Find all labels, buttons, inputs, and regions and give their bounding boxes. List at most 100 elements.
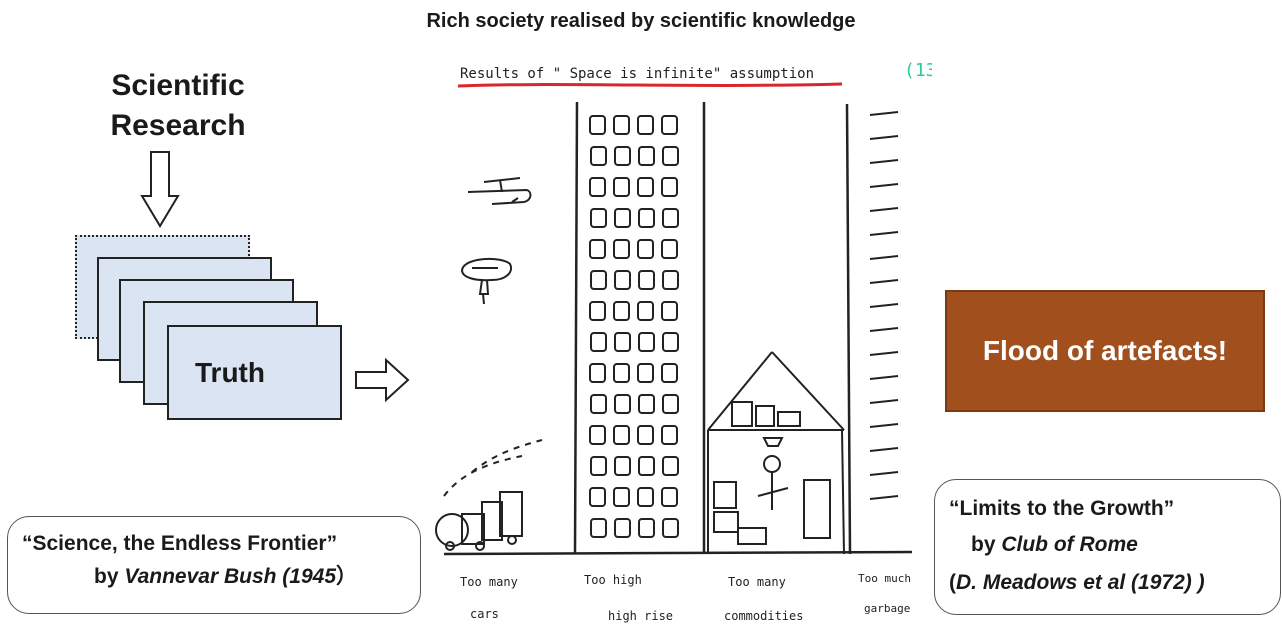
building-window	[637, 301, 654, 321]
club-of-rome-citation-box: “Limits to the Growth” by Club of Rome (…	[934, 479, 1281, 615]
red-underline	[457, 82, 843, 88]
rome-byline: by Club of Rome	[971, 530, 1138, 560]
building-window	[637, 115, 654, 135]
building-window	[661, 177, 678, 197]
right-wall	[845, 103, 852, 555]
building-window	[613, 115, 630, 135]
building-window	[590, 394, 607, 414]
garbage-mark	[869, 279, 899, 284]
garbage-marks	[869, 111, 899, 500]
building-window	[638, 394, 655, 414]
rome-authors-text: D. Meadows et al (1972) )	[956, 571, 1205, 594]
caption-highrise-line2: high rise	[608, 609, 673, 623]
corner-mark: (13	[904, 60, 932, 81]
bush-byline: by Vannevar Bush (1945）	[94, 562, 357, 592]
building-window	[613, 363, 630, 383]
building-window	[661, 239, 678, 259]
building-window	[589, 239, 606, 259]
sketch-heading: Results of " Space is infinite" assumpti…	[460, 66, 814, 82]
building-window	[614, 518, 631, 538]
caption-garbage-line2: garbage	[864, 602, 910, 615]
research-line-1: Scientific	[111, 69, 245, 102]
garbage-mark	[869, 447, 899, 452]
truth-label: Truth	[195, 356, 265, 388]
garbage-mark	[869, 423, 899, 428]
garbage-mark	[869, 255, 899, 260]
building-window	[662, 146, 679, 166]
building-window	[614, 394, 631, 414]
research-line-2: Research	[110, 109, 246, 142]
building-window	[638, 146, 655, 166]
garbage-mark	[869, 471, 899, 476]
building-window	[662, 518, 679, 538]
cars-icon	[435, 439, 543, 551]
building-window	[589, 177, 606, 197]
high-rise-building	[573, 101, 706, 555]
building-window	[613, 425, 630, 445]
bush-title: “Science, the Endless Frontier”	[22, 532, 338, 555]
building-window	[613, 177, 630, 197]
building-window	[637, 487, 654, 507]
building-window	[614, 146, 631, 166]
building-window	[589, 115, 606, 135]
rome-authors: (D. Meadows et al (1972) )	[949, 568, 1205, 598]
rome-title: “Limits to the Growth”	[949, 497, 1175, 520]
building-window	[662, 208, 679, 228]
building-window	[637, 363, 654, 383]
building-window	[662, 270, 679, 290]
garbage-mark	[869, 111, 899, 116]
garbage-mark	[869, 351, 899, 356]
garbage-mark	[869, 303, 899, 308]
truth-card-front	[167, 325, 342, 420]
building-window	[589, 301, 606, 321]
garbage-mark	[869, 495, 899, 500]
building-window	[590, 270, 607, 290]
caption-cars-line1: Too many	[460, 575, 518, 589]
building-window	[662, 394, 679, 414]
building-window	[613, 239, 630, 259]
building-window	[613, 487, 630, 507]
building-window	[614, 208, 631, 228]
building-window	[638, 332, 655, 352]
building-window	[637, 177, 654, 197]
house-with-commodities	[707, 351, 845, 555]
building-window	[661, 425, 678, 445]
caption-highrise-line1: Too high	[584, 573, 642, 587]
rome-org: Club of Rome	[1001, 533, 1138, 556]
building-window	[614, 332, 631, 352]
building-window	[589, 487, 606, 507]
rome-open-paren: (	[949, 571, 956, 594]
caption-commodities-line1: Too many	[728, 575, 786, 589]
garbage-mark	[869, 399, 899, 404]
building-window	[589, 425, 606, 445]
bush-author: Vannevar Bush (1945	[124, 565, 336, 588]
garbage-mark	[869, 183, 899, 188]
garbage-mark	[869, 135, 899, 140]
blimp-icon	[460, 257, 512, 305]
garbage-mark	[869, 375, 899, 380]
bush-citation-box: “Science, the Endless Frontier” by Vanne…	[7, 516, 421, 614]
building-window	[661, 115, 678, 135]
caption-garbage-line1: Too much	[858, 572, 911, 585]
building-window	[662, 456, 679, 476]
building-window	[590, 208, 607, 228]
building-window	[638, 208, 655, 228]
building-window	[590, 456, 607, 476]
bush-close-paren: ）	[336, 565, 357, 588]
building-window	[661, 487, 678, 507]
building-window	[638, 456, 655, 476]
bush-by: by	[94, 565, 125, 588]
building-window	[589, 363, 606, 383]
down-arrow-icon	[140, 151, 180, 228]
garbage-mark	[869, 231, 899, 236]
building-window	[613, 301, 630, 321]
garbage-mark	[869, 159, 899, 164]
building-window	[590, 332, 607, 352]
caption-cars-line2: cars	[470, 607, 499, 621]
building-window	[637, 425, 654, 445]
ground-line	[443, 550, 913, 556]
building-window	[590, 146, 607, 166]
building-window	[637, 239, 654, 259]
garbage-mark	[869, 207, 899, 212]
building-window	[661, 301, 678, 321]
